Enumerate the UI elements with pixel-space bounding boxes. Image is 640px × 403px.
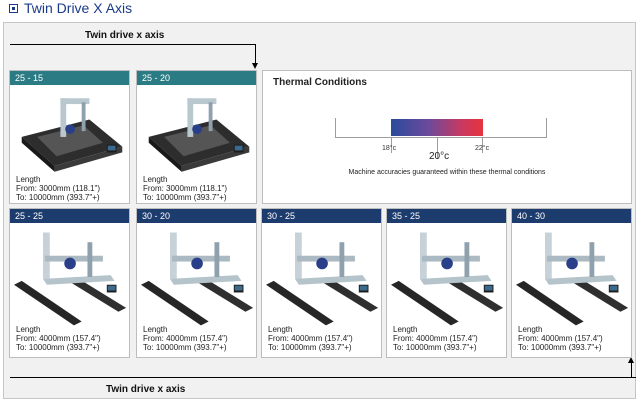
- length-label: Length: [518, 325, 543, 334]
- tick-high: [482, 137, 483, 153]
- cmm-machine-image: [21, 98, 123, 172]
- model-card-35-25[interactable]: 35 - 25 Length From: 4000mm (157.4") To:…: [386, 208, 507, 358]
- temperature-gradient-bar: [391, 119, 483, 136]
- length-from: From: 4000mm (157.4"): [268, 334, 353, 343]
- length-label: Length: [16, 325, 41, 334]
- cmm-machine-image: [14, 232, 127, 326]
- model-card-30-20[interactable]: 30 - 20 Length From: 4000mm (157.4") To:…: [136, 208, 257, 358]
- cmm-machine-image: [141, 232, 254, 326]
- drive-label-bottom: Twin drive x axis: [106, 384, 186, 395]
- model-card-header: 35 - 25: [387, 209, 506, 223]
- arrow-up-icon: [628, 357, 634, 363]
- tick-low: [391, 137, 392, 153]
- length-from: From: 4000mm (157.4"): [393, 334, 478, 343]
- length-to: To: 10000mm (393.7"+): [518, 343, 602, 352]
- length-label: Length: [143, 325, 168, 334]
- drive-line-bottom: [10, 377, 636, 378]
- length-label: Length: [143, 175, 168, 184]
- cmm-machine-image: [391, 232, 504, 326]
- thermal-title: Thermal Conditions: [273, 77, 367, 88]
- model-card-header: 30 - 25: [262, 209, 381, 223]
- length-to: To: 10000mm (393.7"+): [16, 343, 100, 352]
- length-from: From: 3000mm (118.1"): [143, 184, 228, 193]
- title-square-icon: [9, 4, 18, 13]
- model-card-header: 25 - 15: [10, 71, 129, 85]
- length-from: From: 4000mm (157.4"): [16, 334, 101, 343]
- length-label: Length: [268, 325, 293, 334]
- model-card-25-20[interactable]: 25 - 20 Length From: 3000mm (118.1") To:…: [136, 70, 257, 204]
- temp-mid: 20°c: [429, 151, 450, 162]
- drive-line-top: [10, 44, 256, 45]
- model-card-25-15[interactable]: 25 - 15 Length From: 3000mm (118.1") To:…: [9, 70, 130, 204]
- cmm-machine-image: [266, 232, 379, 326]
- length-to: To: 10000mm (393.7"+): [393, 343, 477, 352]
- model-card-40-30[interactable]: 40 - 30 Length From: 4000mm (157.4") To:…: [511, 208, 632, 358]
- model-card-header: 30 - 20: [137, 209, 256, 223]
- cmm-machine-image: [516, 232, 629, 326]
- thermal-conditions-panel: Thermal Conditions 18°c 20°c 22°c Machin…: [262, 70, 632, 204]
- model-card-30-25[interactable]: 30 - 25 Length From: 4000mm (157.4") To:…: [261, 208, 382, 358]
- length-from: From: 4000mm (157.4"): [518, 334, 603, 343]
- cmm-machine-image: [148, 98, 250, 172]
- page-title: Twin Drive X Axis: [24, 0, 133, 16]
- thermal-bracket: [335, 118, 547, 138]
- tick-mid: [437, 137, 438, 159]
- model-card-25-25[interactable]: 25 - 25 Length From: 4000mm (157.4") To:…: [9, 208, 130, 358]
- temp-low: 18°c: [382, 145, 397, 152]
- model-card-header: 25 - 20: [137, 71, 256, 85]
- temp-high: 22°c: [475, 145, 490, 152]
- drive-label-top: Twin drive x axis: [85, 30, 165, 41]
- arrow-down-icon: [252, 63, 258, 69]
- model-card-header: 40 - 30: [512, 209, 631, 223]
- length-to: To: 10000mm (393.7"+): [143, 193, 227, 202]
- drive-line-bottom-rise: [631, 362, 632, 377]
- drive-line-top-drop: [255, 44, 256, 64]
- length-to: To: 10000mm (393.7"+): [16, 193, 100, 202]
- length-to: To: 10000mm (393.7"+): [143, 343, 227, 352]
- model-card-header: 25 - 25: [10, 209, 129, 223]
- thermal-caption: Machine accuracies guaranteed within the…: [348, 169, 546, 176]
- length-from: From: 4000mm (157.4"): [143, 334, 228, 343]
- length-label: Length: [16, 175, 41, 184]
- length-label: Length: [393, 325, 418, 334]
- length-to: To: 10000mm (393.7"+): [268, 343, 352, 352]
- length-from: From: 3000mm (118.1"): [16, 184, 101, 193]
